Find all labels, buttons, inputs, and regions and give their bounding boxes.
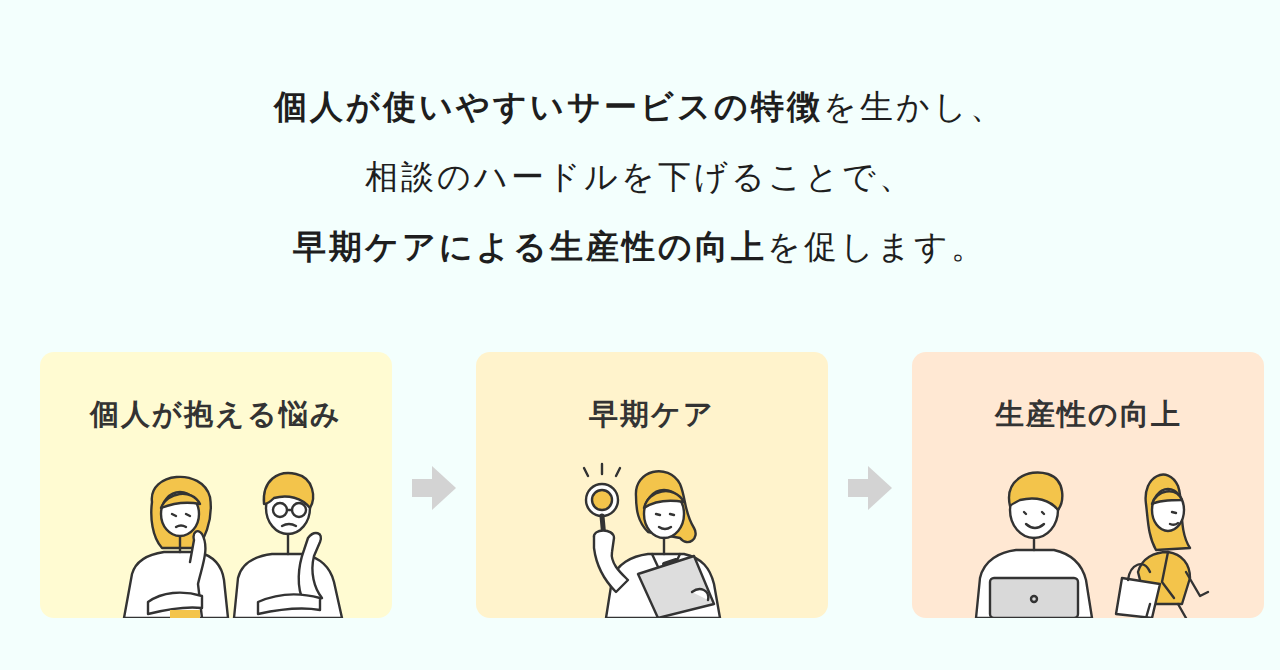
heading-emphasis: 早期ケアによる生産性の向上 [293,227,767,266]
step-label: 個人が抱える悩み [40,394,392,434]
step-box: 早期ケア [476,352,828,618]
page-heading: 個人が使いやすいサービスの特徴を生かし、相談のハードルを下げることで、早期ケアに… [0,72,1280,282]
heading-run: 相談のハードルを下げることで、 [365,157,915,196]
worried-people-illustration [40,352,392,618]
step-label: 生産性の向上 [912,394,1264,434]
flow-arrow [848,466,892,510]
heading-run: を促します。 [767,227,987,266]
step-box: 生産性の向上 [912,352,1264,618]
heading-run: を生かし、 [823,87,1006,126]
heading-emphasis: 個人が使いやすいサービスの特徴 [274,87,823,126]
step-box: 個人が抱える悩み [40,352,392,618]
step-label: 早期ケア [476,394,828,434]
magnifier-woman-illustration [476,352,828,618]
flow-arrow [412,466,456,510]
productive-people-illustration [912,352,1264,618]
